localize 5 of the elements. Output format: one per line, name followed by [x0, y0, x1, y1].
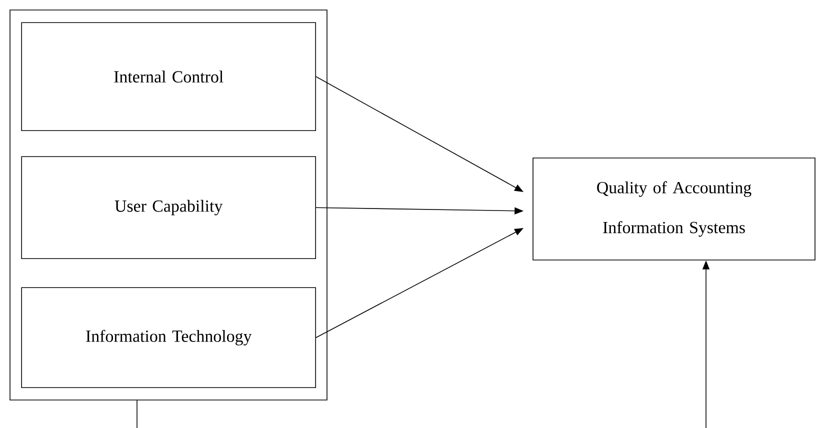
- process-box: Information Technology: [21, 287, 316, 388]
- process-box: User Capability: [21, 156, 316, 259]
- group-box: [10, 10, 328, 400]
- process-box: Quality of Accounting Information Systems: [532, 158, 816, 260]
- process-box: Internal Control: [21, 22, 316, 131]
